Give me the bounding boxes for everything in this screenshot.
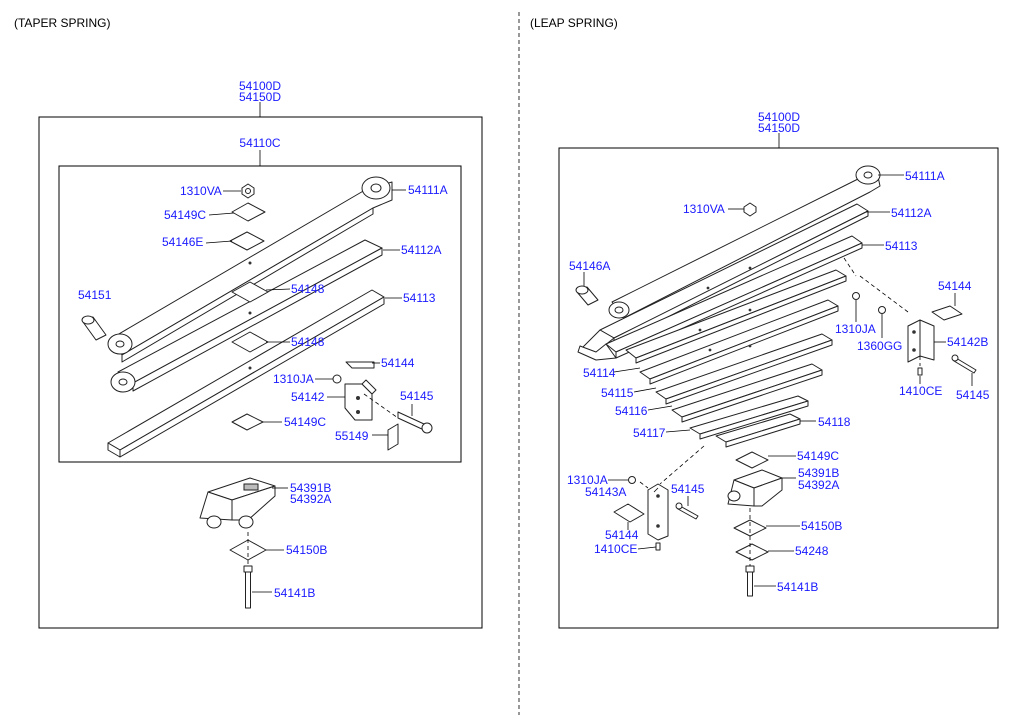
leaf-spring-54114 <box>625 269 847 364</box>
label-54149c-bottom[interactable]: 54149C <box>284 415 326 429</box>
pad-54149c-bottom <box>231 413 264 431</box>
label-54141b-right[interactable]: 54141B <box>777 580 818 594</box>
pad-54149c-right <box>735 451 769 469</box>
label-1310ja-left[interactable]: 1310JA <box>273 372 314 386</box>
washer-1360gg <box>878 306 886 314</box>
label-54118[interactable]: 54118 <box>818 415 851 429</box>
right-assembly-54150d[interactable]: 54150D <box>758 121 800 135</box>
pad-54148-b <box>231 331 269 353</box>
label-54144-left[interactable]: 54144 <box>381 356 415 370</box>
leaf-spring-54111a-right <box>608 165 881 319</box>
bolt-54145-lower <box>675 502 699 520</box>
nut-1310ja-right <box>852 292 860 300</box>
leaf-spring-54113-right <box>577 235 863 361</box>
label-54141b-left[interactable]: 54141B <box>274 586 315 600</box>
label-54143a[interactable]: 54143A <box>585 485 626 499</box>
bracket-54144-right <box>931 305 963 321</box>
nut-1310va-right <box>743 202 757 217</box>
label-54392a-left[interactable]: 54392A <box>290 492 331 506</box>
label-54111a-right[interactable]: 54111A <box>905 169 945 183</box>
bushing-54151 <box>81 315 107 341</box>
bolt-54145-left <box>397 411 433 434</box>
label-54116[interactable]: 54116 <box>615 404 648 418</box>
pad-54148-a <box>231 281 269 303</box>
left-assembly-box <box>38 116 483 629</box>
label-54146e[interactable]: 54146E <box>162 235 203 249</box>
shackle-54142 <box>344 361 377 421</box>
label-1310va-left[interactable]: 1310VA <box>180 184 222 198</box>
label-54151[interactable]: 54151 <box>78 288 112 302</box>
label-1410ce-lower[interactable]: 1410CE <box>594 542 637 556</box>
bolt-54145-right <box>951 354 977 374</box>
left-subassembly-54110c[interactable]: 54110C <box>239 136 280 150</box>
label-54391b-left[interactable]: 54391B <box>290 481 331 495</box>
label-54145-lower[interactable]: 54145 <box>671 482 705 496</box>
pad-54150b-right <box>733 519 767 537</box>
nut-1310ja-lower <box>628 476 636 484</box>
bracket-55149 <box>387 423 399 451</box>
pad-54248 <box>735 543 769 561</box>
label-54391b-right[interactable]: 54391B <box>798 466 839 480</box>
label-54145-right[interactable]: 54145 <box>956 388 990 402</box>
grease-nipple-1410ce-right <box>917 367 923 376</box>
leap-spring-title: (LEAP SPRING) <box>530 16 618 30</box>
label-54392a-right[interactable]: 54392A <box>798 478 839 492</box>
label-54145-left[interactable]: 54145 <box>400 389 434 403</box>
label-54149c-top[interactable]: 54149C <box>164 208 206 222</box>
leaf-spring-54113 <box>107 289 385 458</box>
label-1310ja-lower[interactable]: 1310JA <box>567 473 608 487</box>
label-54117[interactable]: 54117 <box>633 426 666 440</box>
label-55149[interactable]: 55149 <box>335 429 369 443</box>
label-54113-left[interactable]: 54113 <box>403 291 436 305</box>
leaf-spring-54115 <box>639 299 839 385</box>
label-54142[interactable]: 54142 <box>291 390 325 404</box>
label-54142b[interactable]: 54142B <box>947 335 988 349</box>
label-54148-b[interactable]: 54148 <box>291 335 325 349</box>
bolt-54141b-left <box>243 565 253 609</box>
label-1310va-right[interactable]: 1310VA <box>683 202 725 216</box>
label-54248[interactable]: 54248 <box>795 544 829 558</box>
nut-1310va-left <box>241 183 255 199</box>
left-assembly-54100d[interactable]: 54100D <box>239 79 281 93</box>
left-assembly-54150d[interactable]: 54150D <box>239 90 281 104</box>
bracket-54144-lower <box>613 503 645 523</box>
nut-1310ja-left <box>332 374 342 384</box>
leaf-spring-54117 <box>671 363 823 423</box>
label-1310ja-right[interactable]: 1310JA <box>835 322 876 336</box>
label-54115[interactable]: 54115 <box>601 386 634 400</box>
grease-nipple-1410ce-lower <box>655 542 661 551</box>
label-54150b-left[interactable]: 54150B <box>286 543 327 557</box>
label-54112a-left[interactable]: 54112A <box>401 243 441 257</box>
label-1410ce-right[interactable]: 1410CE <box>899 384 942 398</box>
leaf-spring-54118-end <box>715 413 801 448</box>
label-54114[interactable]: 54114 <box>583 366 616 380</box>
leaf-spring-54116 <box>655 333 833 405</box>
bolt-54141b-right <box>745 565 755 597</box>
pad-54149c-top <box>231 202 266 222</box>
label-54112a-right[interactable]: 54112A <box>891 206 931 220</box>
label-54144-lower[interactable]: 54144 <box>605 528 639 542</box>
pad-54146e <box>229 231 265 251</box>
right-assembly-box <box>558 147 999 629</box>
leaf-spring-54118 <box>689 395 809 440</box>
label-1360gg[interactable]: 1360GG <box>857 339 902 353</box>
label-54150b-right[interactable]: 54150B <box>801 519 842 533</box>
right-assembly-54100d[interactable]: 54100D <box>758 110 800 124</box>
spring-seat-54391b-right <box>727 469 783 507</box>
label-54113-right[interactable]: 54113 <box>885 239 918 253</box>
label-54146a[interactable]: 54146A <box>569 259 610 273</box>
shackle-54142b <box>907 319 935 363</box>
shackle-54143a <box>647 483 669 541</box>
taper-spring-title: (TAPER SPRING) <box>14 16 110 30</box>
spring-seat-54391b <box>199 477 276 529</box>
label-54149c-right[interactable]: 54149C <box>797 449 839 463</box>
bushing-54146a <box>575 285 599 306</box>
label-54111a-left[interactable]: 54111A <box>408 183 448 197</box>
label-54148-a[interactable]: 54148 <box>291 282 325 296</box>
label-54144-right[interactable]: 54144 <box>938 279 972 293</box>
